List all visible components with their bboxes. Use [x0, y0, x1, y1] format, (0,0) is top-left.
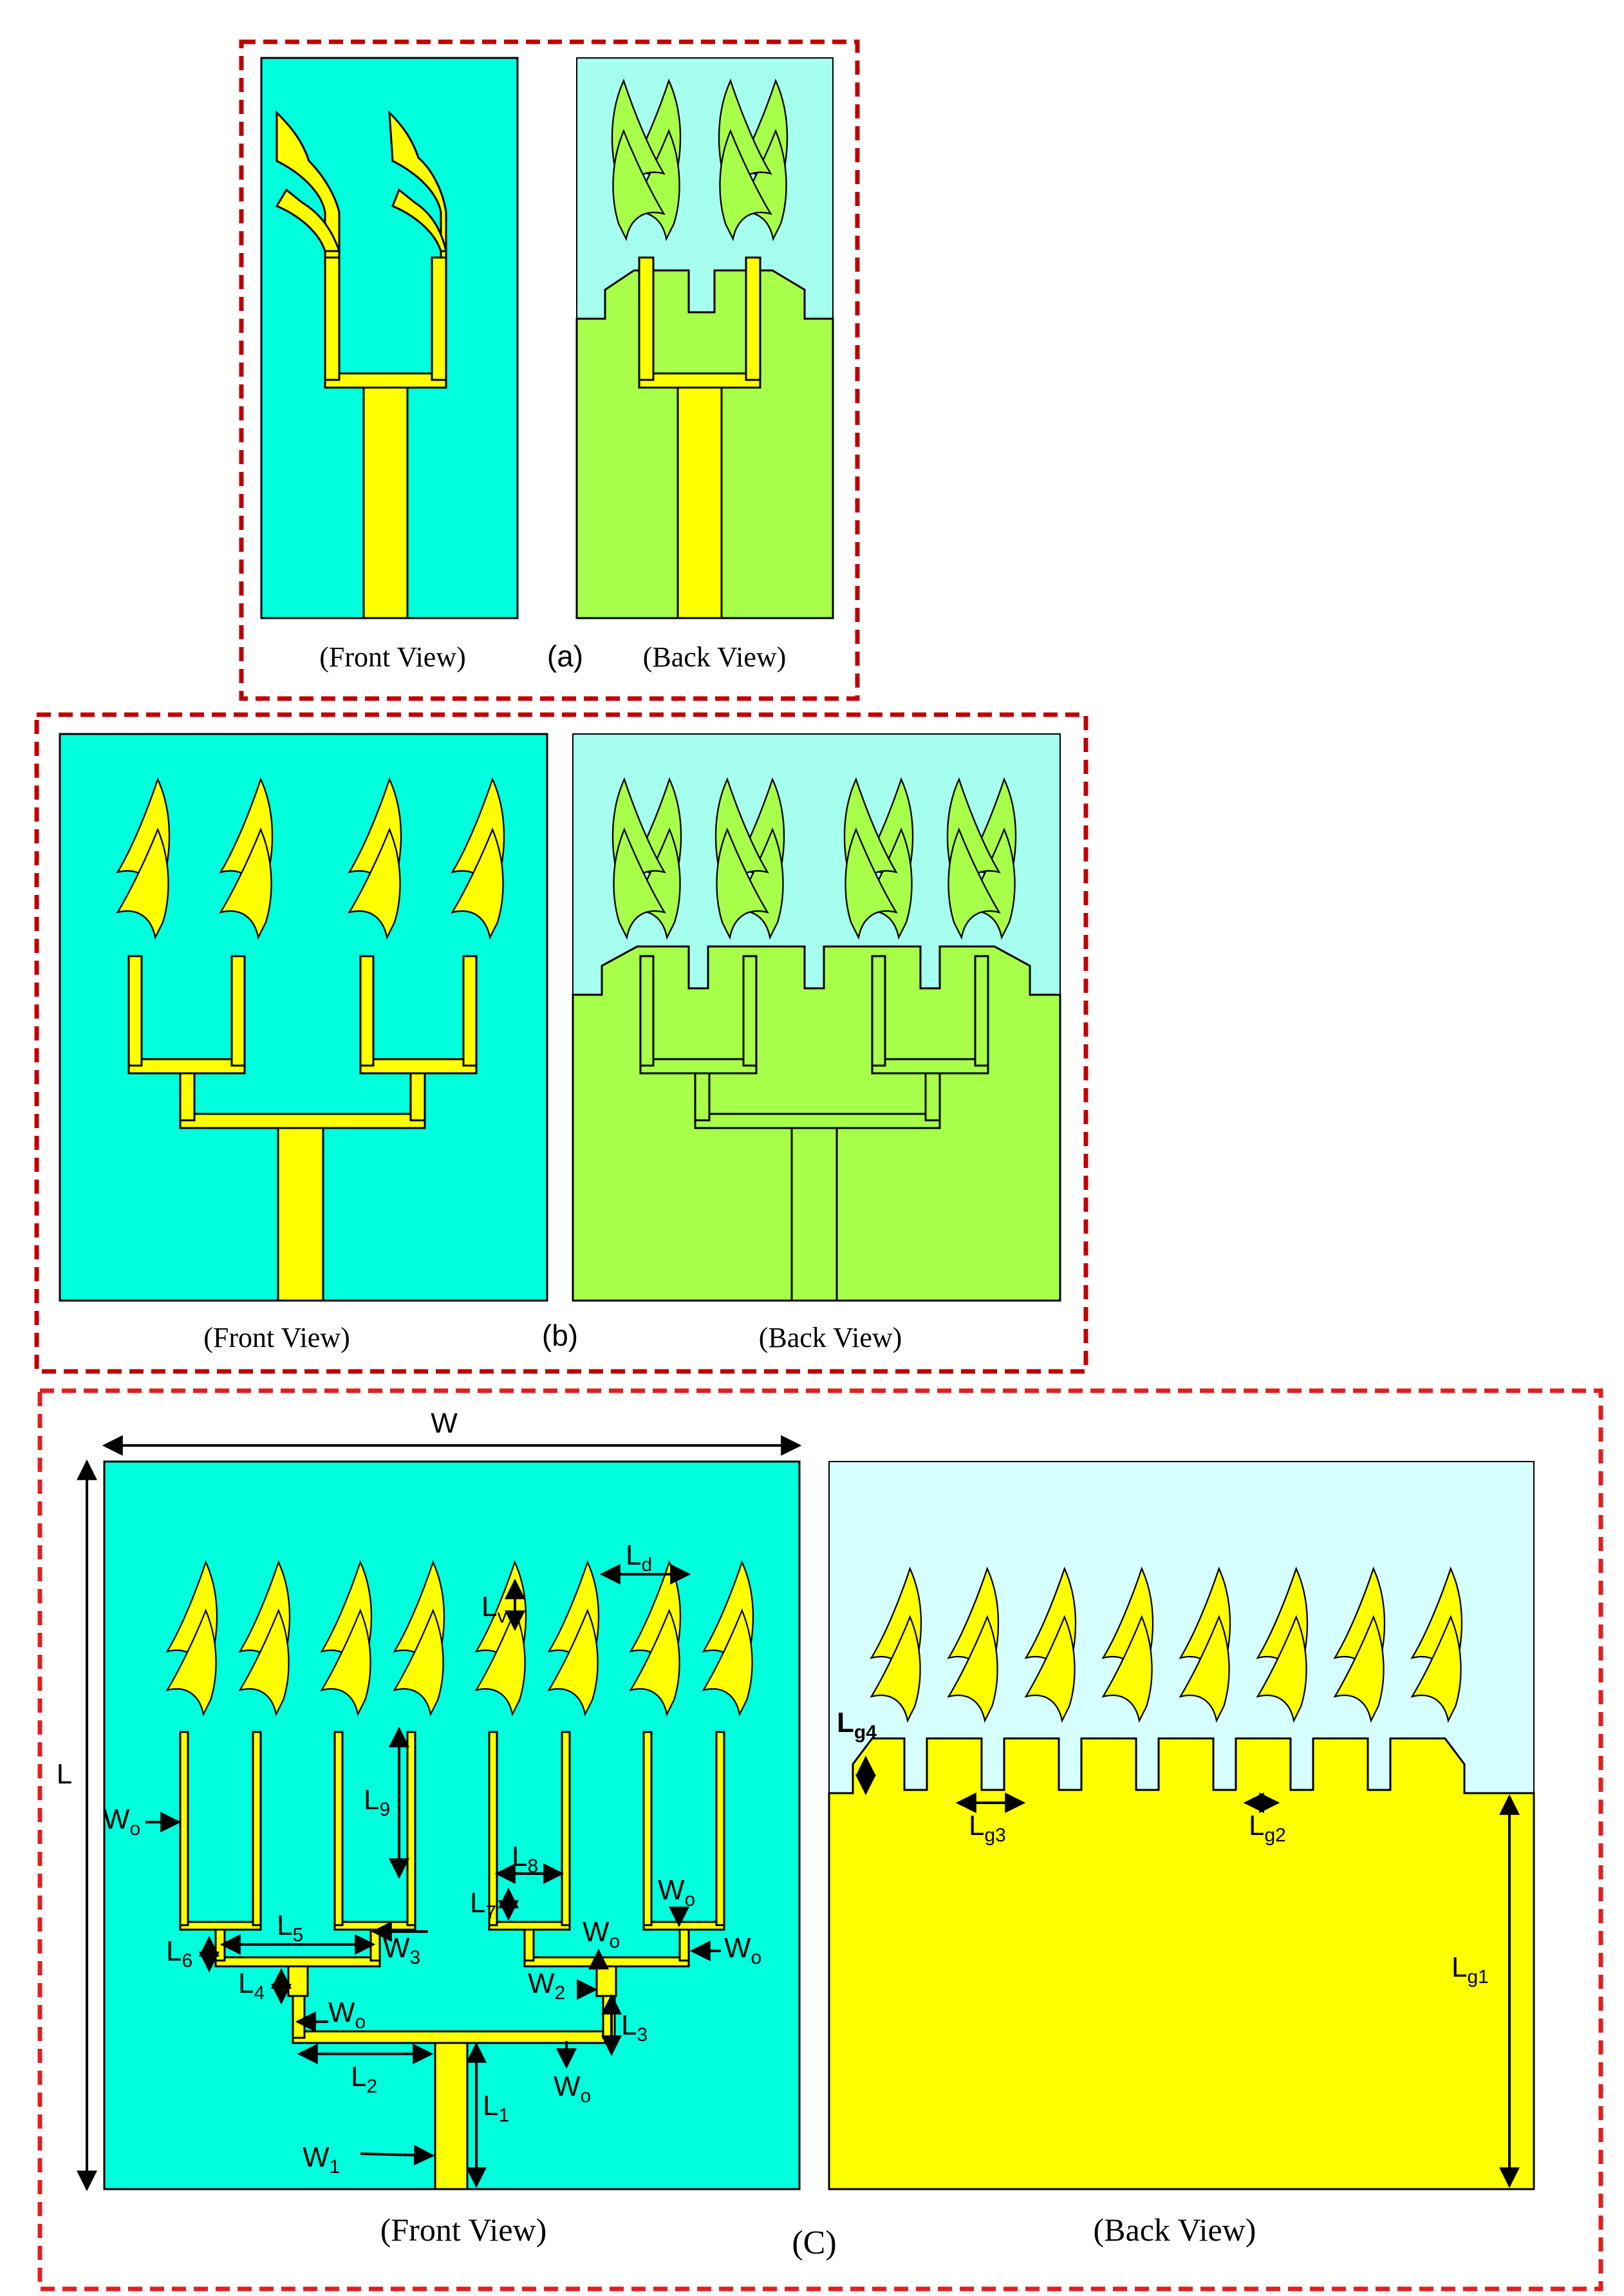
dim-L7-label: L7 [470, 1887, 496, 1923]
front-view-caption: (Front View) [319, 641, 466, 673]
dim-W3-label: W3 [383, 1932, 420, 1968]
dimension-labels: W L Ld Lv L9 L8 L7 L6 L5 L4 L3 L2 L1 W1 … [57, 1407, 761, 2178]
back-view-caption: (Back View) [1094, 2212, 1256, 2248]
dim-L6-label: L6 [166, 1935, 192, 1971]
panel-c-frame [37, 1388, 1603, 2291]
panel-c: W L Ld Lv L9 L8 L7 L6 L5 L4 L3 L2 L1 W1 … [37, 1388, 1603, 2291]
dim-Ld-label: Ld [626, 1539, 652, 1576]
dimension-labels-back: Lg4 Lg3 Lg2 Lg1 [837, 1707, 1489, 1988]
patch-outline [639, 955, 989, 1302]
dimension-lines [77, 1435, 802, 2192]
dim-L5-label: L5 [277, 1910, 303, 1946]
dim-Lg2-label: Lg2 [1249, 1810, 1286, 1846]
dim-Wo-label-1: Wo [103, 1803, 140, 1840]
panel-c-label: (C) [792, 2225, 836, 2261]
panel-a-frame [239, 39, 860, 701]
dim-Lv-label: Lv [481, 1591, 507, 1627]
panel-a-front-view: (Front View) [260, 57, 519, 673]
dim-L2-label: L2 [351, 2061, 377, 2097]
dim-Wo-label-6: Wo [554, 2071, 591, 2107]
dim-Wo-label-4: Wo [724, 1932, 761, 1968]
panel-c-front-view: W L Ld Lv L9 L8 L7 L6 L5 L4 L3 L2 L1 W1 … [57, 1407, 802, 2248]
panel-b-front-view: (Front View) [59, 733, 548, 1353]
back-view-caption: (Back View) [643, 641, 787, 673]
dim-L8-label: L8 [512, 1841, 538, 1877]
dim-Lg4-label: Lg4 [837, 1707, 877, 1743]
front-view-caption: (Front View) [203, 1322, 350, 1353]
dimension-lines-back [855, 1755, 1520, 2188]
dim-Lg1-label: Lg1 [1451, 1952, 1489, 1988]
dim-W2-label: W2 [528, 1968, 565, 2004]
panel-a: (Front View) (a) (Back View) [239, 39, 860, 701]
dim-W-label: W [431, 1407, 458, 1439]
ground-plane [828, 1737, 1535, 2190]
panel-b: (Front View) (b) [34, 712, 1088, 1374]
dim-L4-label: L4 [238, 1968, 265, 2004]
panel-a-label: (a) [547, 639, 583, 673]
dim-Wo-label-3: Wo [583, 1916, 620, 1952]
panel-b-label: (b) [542, 1319, 578, 1352]
dim-L1-label: L1 [483, 2090, 509, 2126]
dim-Lg3-label: Lg3 [969, 1810, 1006, 1846]
dim-L3-label: L3 [621, 2009, 648, 2046]
patch [275, 110, 447, 619]
panel-b-back-view: (Back View) [572, 733, 1061, 1353]
dim-Wo-label-2: Wo [658, 1874, 695, 1910]
dim-W1-label: W1 [303, 2141, 340, 2178]
dim-L-label: L [57, 1758, 72, 1790]
dim-L9-label: L9 [364, 1784, 390, 1820]
patch [127, 955, 478, 1302]
patch-outline [638, 256, 761, 619]
dim-Wo-label-5: Wo [328, 1997, 366, 2033]
back-view-caption: (Back View) [759, 1322, 902, 1353]
front-view-caption: (Front View) [380, 2212, 547, 2248]
panel-a-back-view: (Back View) [575, 57, 834, 673]
panel-c-back-view: Lg4 Lg3 Lg2 Lg1 (Back View) [828, 1461, 1535, 2248]
